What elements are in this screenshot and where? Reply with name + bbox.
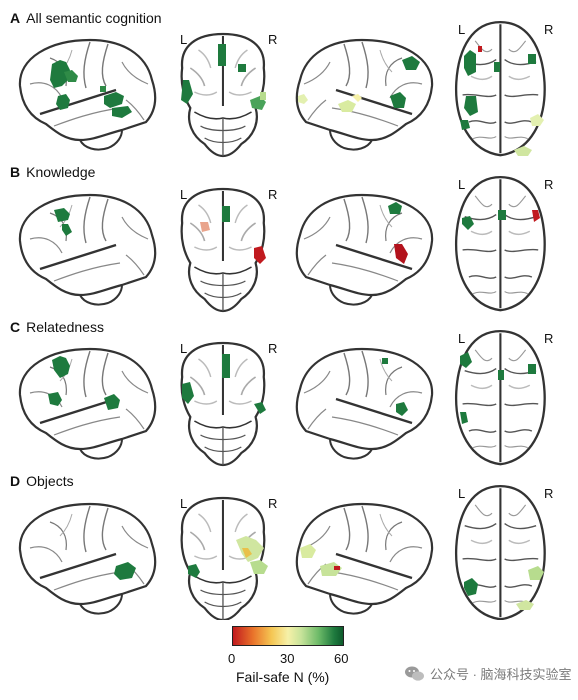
brain-lateral-right	[297, 504, 432, 614]
panel-letter: C	[10, 319, 21, 335]
activation-clusters	[48, 352, 536, 424]
right-label: R	[268, 187, 278, 202]
panel-label: All semantic cognition	[26, 10, 162, 26]
panel-c-title: C Relatedness	[10, 319, 104, 335]
brain-axial	[454, 330, 546, 466]
brain-lateral-right	[297, 349, 432, 459]
panel-label: Knowledge	[26, 164, 96, 180]
brain-lateral-left	[18, 38, 157, 151]
panel-b-title: B Knowledge	[10, 164, 95, 180]
brain-axial	[454, 21, 546, 157]
left-label: L	[458, 22, 466, 37]
colorbar-tick-0: 0	[228, 651, 236, 666]
left-label: L	[180, 32, 188, 47]
right-label: R	[544, 486, 554, 501]
right-label: R	[268, 32, 278, 47]
brain-lateral-left	[18, 193, 157, 306]
panel-letter: B	[10, 164, 21, 180]
right-label: R	[268, 341, 278, 356]
left-label: L	[180, 496, 188, 511]
colorbar-title: Fail-safe N (%)	[236, 669, 330, 685]
panel-label: Relatedness	[26, 319, 104, 335]
brain-axial	[454, 485, 546, 620]
brain-maps	[18, 21, 546, 620]
left-label: L	[458, 486, 466, 501]
right-label: R	[544, 331, 554, 346]
panel-a-title: A All semantic cognition	[10, 10, 162, 26]
panel-label: Objects	[26, 473, 74, 489]
right-label: R	[268, 496, 278, 511]
activation-clusters	[50, 44, 544, 156]
left-label: L	[180, 187, 188, 202]
watermark-text: 公众号 · 脑海科技实验室	[430, 667, 572, 682]
brain-lateral-right	[297, 195, 432, 305]
left-label: L	[180, 341, 188, 356]
left-label: L	[458, 177, 466, 192]
activation-clusters	[114, 536, 544, 610]
brain-axial	[454, 176, 546, 312]
left-label: L	[458, 331, 466, 346]
colorbar	[232, 626, 344, 648]
activation-clusters	[54, 202, 540, 264]
panel-letter: D	[10, 473, 21, 489]
colorbar-gradient	[232, 626, 344, 646]
panel-d-title: D Objects	[10, 473, 74, 489]
panel-letter: A	[10, 10, 21, 26]
right-label: R	[544, 177, 554, 192]
colorbar-tick-30: 30	[280, 651, 295, 666]
brain-lateral-left	[18, 347, 157, 460]
brain-lateral-left	[18, 502, 157, 615]
watermark: 公众号 · 脑海科技实验室	[404, 664, 572, 683]
right-label: R	[544, 22, 554, 37]
wechat-icon	[405, 666, 424, 681]
colorbar-tick-60: 60	[334, 651, 349, 666]
